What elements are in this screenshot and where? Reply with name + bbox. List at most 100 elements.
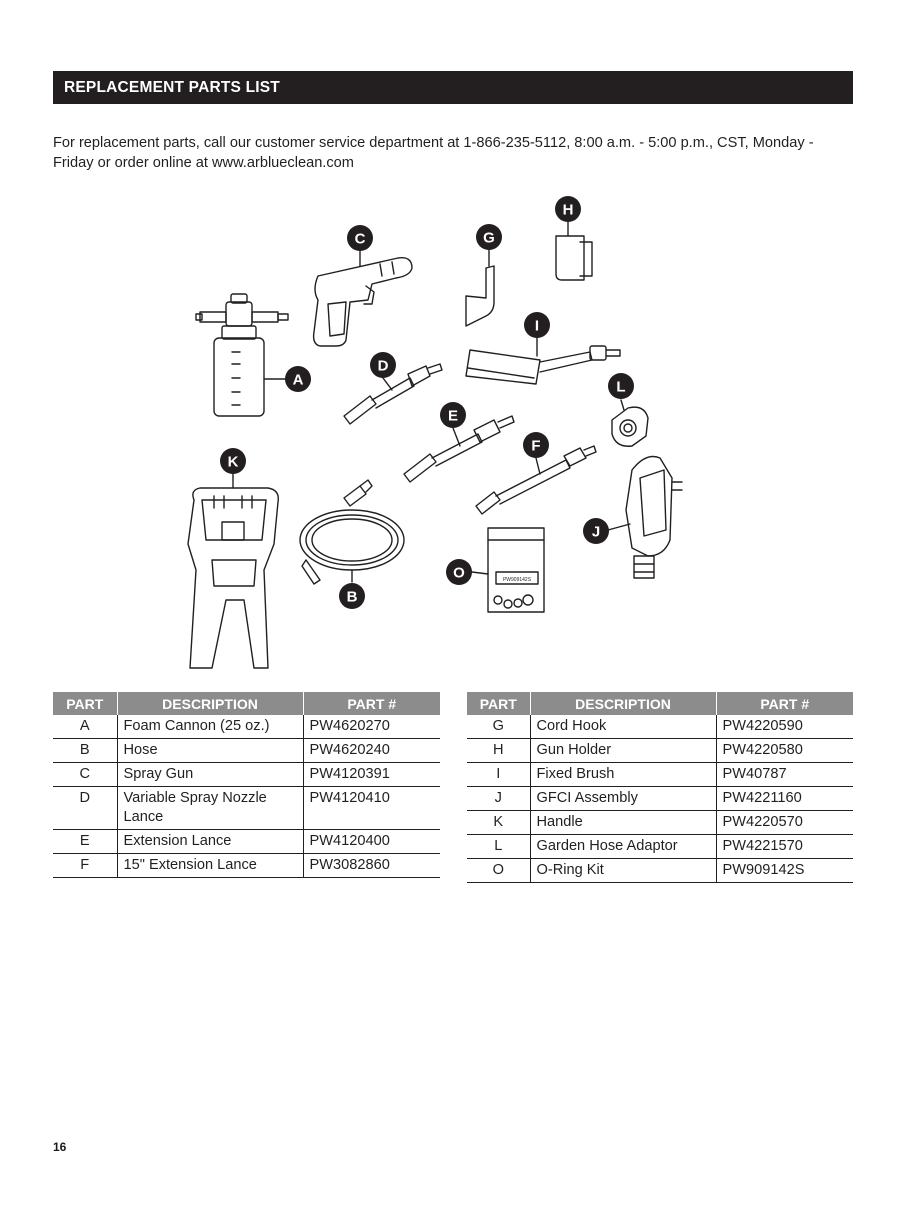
part-number-cell: PW4220580	[716, 738, 853, 763]
description-cell: Gun Holder	[530, 738, 717, 763]
callout-o: O	[446, 559, 472, 585]
svg-text:A: A	[293, 372, 304, 389]
part-number-cell: PW4221160	[716, 786, 853, 811]
description-cell: GFCI Assembly	[530, 786, 717, 811]
svg-text:F: F	[531, 438, 540, 455]
foam-cannon-illustration	[195, 293, 289, 417]
svg-text:B: B	[347, 589, 358, 606]
description-cell: 15" Extension Lance	[117, 853, 304, 878]
svg-text:D: D	[378, 358, 389, 375]
description-cell: Cord Hook	[530, 715, 717, 739]
table-header-row: PART DESCRIPTION PART #	[53, 692, 440, 715]
callout-e: E	[440, 402, 466, 428]
part-cell: C	[53, 762, 118, 787]
part-number-cell: PW4620270	[303, 715, 440, 739]
part-number-cell: PW40787	[716, 762, 853, 787]
part-cell: B	[53, 738, 118, 763]
part-cell: G	[467, 715, 531, 739]
header-part: PART	[53, 692, 118, 715]
svg-text:E: E	[448, 408, 458, 425]
part-number-cell: PW4620240	[303, 738, 440, 763]
part-cell: F	[53, 853, 118, 878]
header-description: DESCRIPTION	[530, 692, 717, 715]
svg-text:I: I	[535, 318, 539, 335]
svg-text:K: K	[228, 454, 239, 471]
part-cell: H	[467, 738, 531, 763]
parts-diagram: PW909142S A B C D E F G H I J K L O	[187, 196, 683, 669]
header-part-number: PART #	[303, 692, 440, 715]
svg-text:O: O	[453, 565, 465, 582]
callout-f: F	[523, 432, 549, 458]
svg-text:C: C	[355, 231, 366, 248]
part-cell: A	[53, 715, 118, 739]
part-number-cell: PW4220590	[716, 715, 853, 739]
header-part-number: PART #	[716, 692, 853, 715]
hose-illustration	[299, 479, 405, 585]
o-ring-kit-label: PW909142S	[503, 577, 532, 583]
variable-nozzle-lance-illustration	[343, 363, 443, 425]
callout-a: A	[285, 366, 311, 392]
description-cell: Spray Gun	[117, 762, 304, 787]
svg-text:J: J	[592, 524, 600, 541]
callout-b: B	[339, 583, 365, 609]
part-number-cell: PW4120410	[303, 786, 440, 830]
part-cell: I	[467, 762, 531, 787]
header-part: PART	[467, 692, 531, 715]
description-cell: Garden Hose Adaptor	[530, 834, 717, 859]
part-number-cell: PW4120391	[303, 762, 440, 787]
description-cell: Foam Cannon (25 oz.)	[117, 715, 304, 739]
svg-text:L: L	[616, 379, 625, 396]
cord-hook-illustration	[465, 249, 495, 327]
callout-d: D	[370, 352, 396, 378]
spray-gun-illustration	[312, 249, 413, 347]
part-number-cell: PW3082860	[303, 853, 440, 878]
extension-lance-illustration	[403, 415, 515, 483]
15in-extension-lance-illustration	[475, 445, 597, 515]
part-number-cell: PW4220570	[716, 810, 853, 835]
part-cell: E	[53, 829, 118, 854]
garden-hose-adaptor-illustration	[611, 399, 649, 447]
callout-l: L	[608, 373, 634, 399]
section-title: REPLACEMENT PARTS LIST	[64, 79, 280, 96]
description-cell: Handle	[530, 810, 717, 835]
table-header-row: PART DESCRIPTION PART #	[467, 692, 853, 715]
svg-text:H: H	[563, 202, 574, 219]
part-cell: D	[53, 786, 118, 830]
handle-illustration	[187, 473, 279, 669]
part-cell: K	[467, 810, 531, 835]
callout-k: K	[220, 448, 246, 474]
callout-c: C	[347, 225, 373, 251]
intro-paragraph: For replacement parts, call our customer…	[53, 135, 814, 171]
description-cell: Hose	[117, 738, 304, 763]
description-cell: Extension Lance	[117, 829, 304, 854]
gun-holder-illustration	[555, 221, 593, 281]
callout-j: J	[583, 518, 609, 544]
part-cell: O	[467, 858, 531, 883]
callout-i: I	[524, 312, 550, 338]
description-cell: O-Ring Kit	[530, 858, 717, 883]
description-cell: Fixed Brush	[530, 762, 717, 787]
section-header-banner: REPLACEMENT PARTS LIST	[53, 71, 853, 104]
part-number-cell: PW4221570	[716, 834, 853, 859]
o-ring-kit-illustration	[471, 527, 545, 613]
part-number-cell: PW909142S	[716, 858, 853, 883]
page-number: 16	[53, 1140, 67, 1154]
part-cell: J	[467, 786, 531, 811]
callout-h: H	[555, 196, 581, 222]
callout-g: G	[476, 224, 502, 250]
description-cell: Variable Spray Nozzle Lance	[117, 786, 304, 830]
part-cell: L	[467, 834, 531, 859]
